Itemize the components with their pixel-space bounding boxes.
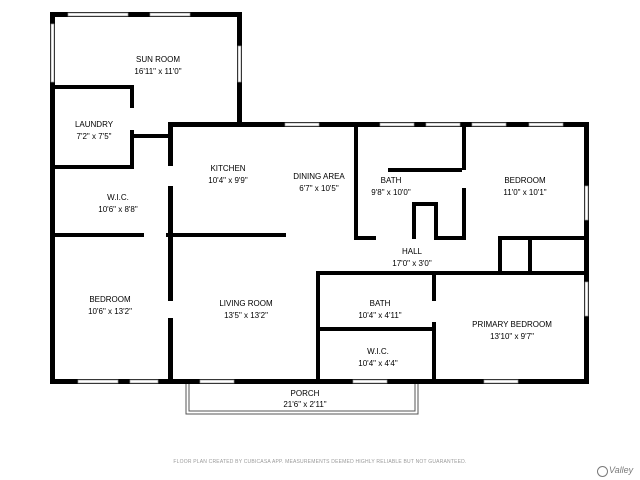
room-name-porch: PORCH: [291, 389, 320, 398]
logo-text: Valley: [609, 465, 634, 475]
room-dims-bedroom-right: 11'0" x 10'1": [503, 188, 546, 197]
room-dims-laundry: 7'2" x 7'5": [77, 132, 112, 141]
disclaimer-text: FLOOR PLAN CREATED BY CUBICASA APP. MEAS…: [173, 459, 467, 465]
room-name-laundry: LAUNDRY: [75, 120, 114, 129]
room-name-bedroom-right: BEDROOM: [504, 176, 546, 185]
room-dims-bath-top: 9'8" x 10'0": [371, 188, 411, 197]
room-dims-hall: 17'0" x 3'0": [392, 259, 432, 268]
room-dims-sun-room: 16'11" x 11'0": [134, 67, 181, 76]
room-name-primary-bedroom: PRIMARY BEDROOM: [472, 320, 552, 329]
room-name-sun-room: SUN ROOM: [136, 55, 180, 64]
room-name-bath-top: BATH: [381, 176, 402, 185]
room-name-kitchen: KITCHEN: [210, 164, 245, 173]
room-name-bedroom-left: BEDROOM: [89, 295, 131, 304]
windows: [50, 12, 589, 384]
room-dims-living-room: 13'5" x 13'2": [224, 311, 268, 320]
room-name-wic-left: W.I.C.: [107, 193, 129, 202]
room-dims-wic-mid: 10'4" x 4'4": [358, 359, 398, 368]
room-name-dining-area: DINING AREA: [293, 172, 345, 181]
interior-walls: [50, 85, 589, 384]
valley-logo: Valley: [597, 464, 640, 480]
room-dims-kitchen: 10'4" x 9'9": [208, 176, 248, 185]
room-dims-primary-bedroom: 13'10" x 9'7": [490, 332, 534, 341]
room-name-wic-mid: W.I.C.: [367, 347, 389, 356]
room-name-hall: HALL: [402, 247, 423, 256]
porch-outline: [185, 384, 419, 415]
logo-icon: [597, 466, 608, 477]
room-dims-wic-left: 10'6" x 8'8": [98, 205, 138, 214]
room-labels: SUN ROOM 16'11" x 11'0" LAUNDRY 7'2" x 7…: [75, 55, 552, 409]
room-dims-dining-area: 6'7" x 10'5": [299, 184, 339, 193]
room-dims-bath-mid: 10'4" x 4'11": [358, 311, 401, 320]
room-name-living-room: LIVING ROOM: [219, 299, 273, 308]
room-dims-porch: 21'6" x 2'11": [283, 400, 326, 409]
room-name-bath-mid: BATH: [370, 299, 391, 308]
room-dims-bedroom-left: 10'6" x 13'2": [88, 307, 132, 316]
